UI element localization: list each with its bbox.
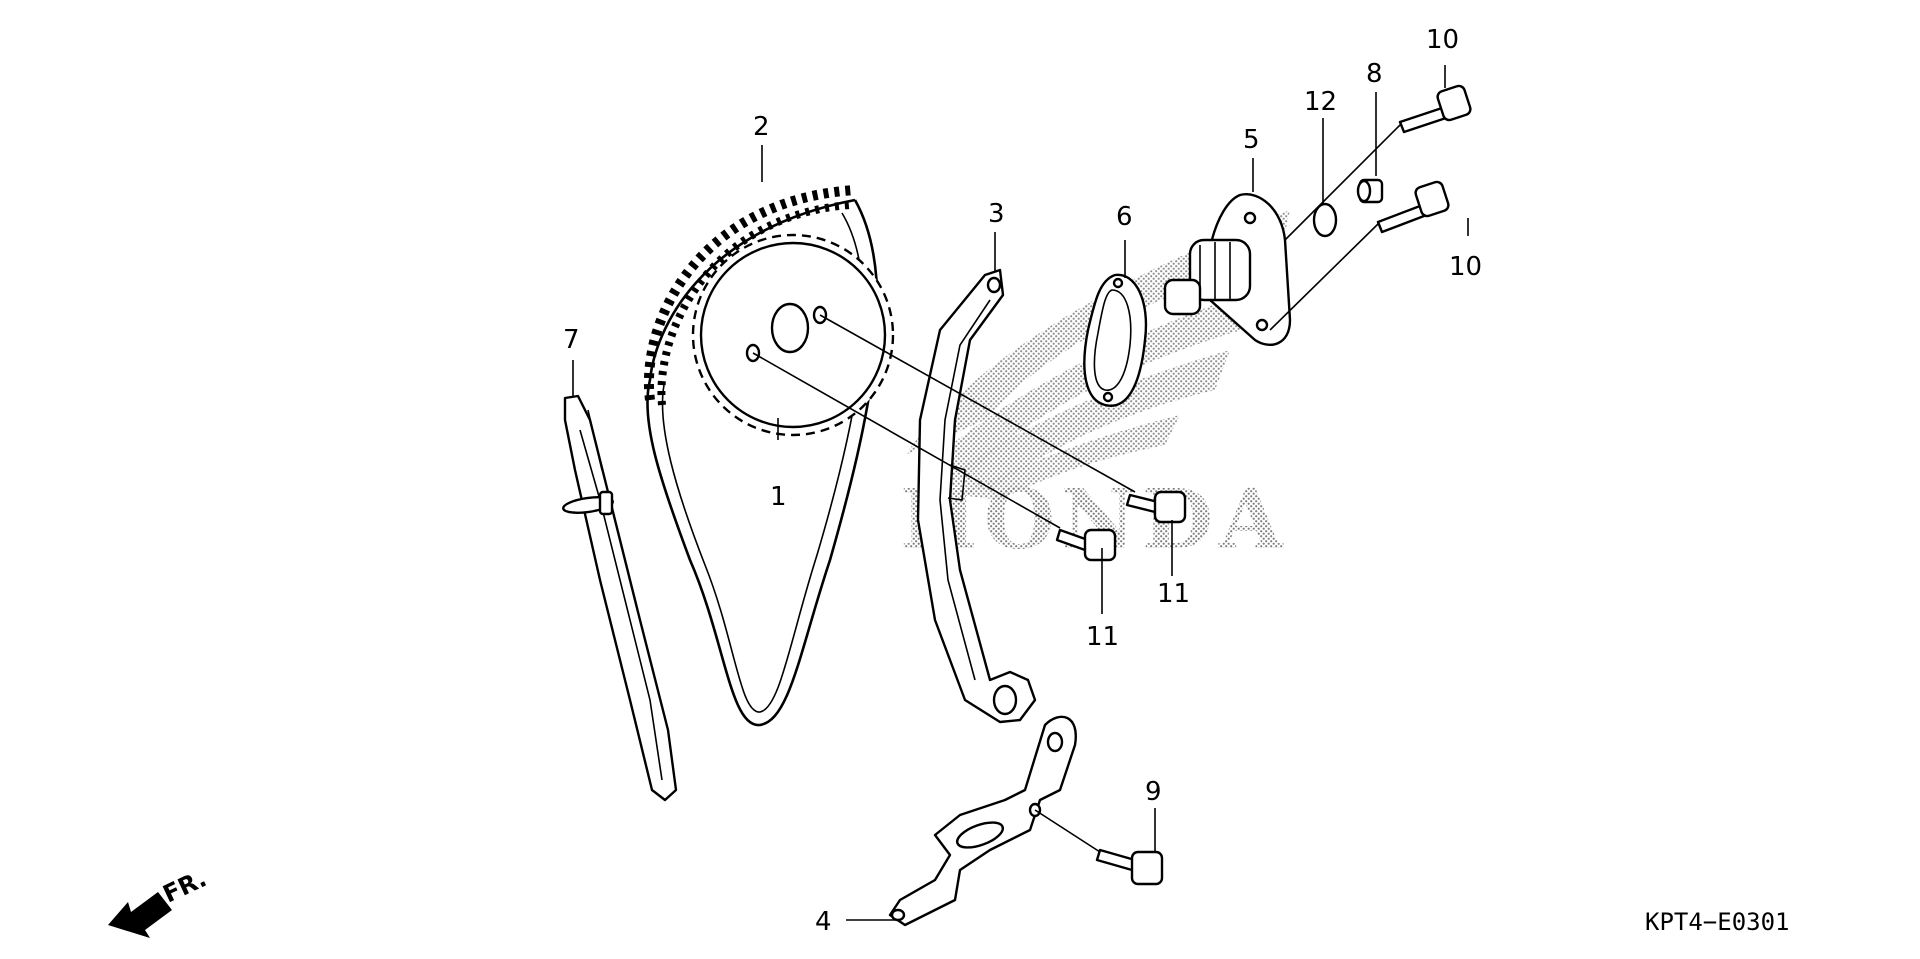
callout-8: 8 (1366, 59, 1383, 89)
callout-7: 7 (563, 325, 580, 355)
sealing-bolt (1356, 178, 1384, 204)
cam-chain-guide (562, 394, 678, 802)
sprocket-bolt-upper (1125, 490, 1187, 524)
callout-5: 5 (1243, 125, 1260, 155)
diagram-code: KPT4−E0301 (1645, 908, 1790, 936)
callout-6: 6 (1116, 202, 1133, 232)
callout-2: 2 (753, 112, 770, 142)
front-arrow-icon (108, 892, 172, 938)
flange-bolt-lower (1376, 180, 1450, 234)
front-arrow-label: FR. (159, 864, 211, 908)
callout-3: 3 (988, 199, 1005, 229)
callout-11-left: 11 (1086, 622, 1119, 652)
leader-lines (572, 65, 1469, 921)
callout-12: 12 (1304, 87, 1337, 117)
bracket-bolt (1095, 848, 1164, 886)
tensioner-gasket (1083, 273, 1148, 407)
tensioner-bracket (888, 715, 1077, 927)
callout-11-right: 11 (1157, 579, 1190, 609)
sprocket-bolt-lower (1055, 528, 1117, 562)
callout-9: 9 (1145, 777, 1162, 807)
callout-1: 1 (770, 482, 787, 512)
cam-chain-tensioner-arm (916, 268, 1037, 724)
cam-chain-tensioner-lifter (1163, 193, 1292, 346)
cam-sprocket (691, 233, 895, 437)
flange-bolt-upper (1398, 84, 1472, 134)
callout-10-lower: 10 (1449, 252, 1482, 282)
callout-4: 4 (815, 907, 832, 937)
o-ring (1312, 202, 1338, 238)
callout-10-upper: 10 (1426, 25, 1459, 55)
